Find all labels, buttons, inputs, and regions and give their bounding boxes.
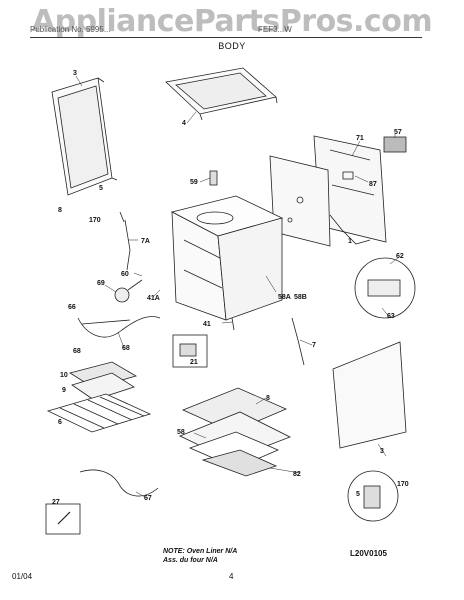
header-model: FEF3...W [258,25,292,34]
callout: 7 [312,342,316,349]
footer-page-number: 4 [229,572,234,581]
note: NOTE: Oven Liner N/A Ass. du four N/A [163,547,237,565]
footer-date: 01/04 [12,572,33,581]
callout: 82 [293,471,301,478]
callout: 68 [122,345,130,352]
oven-rack [46,393,152,433]
side-panel-left [51,77,118,196]
callout: 57 [394,129,402,136]
callout: 5 [356,491,360,498]
callout: 87 [369,181,377,188]
label-57-plate [383,136,407,153]
callout: 58 [177,429,185,436]
detail-5 [347,470,399,522]
part-82 [201,449,278,477]
broiler-pan [69,361,138,401]
section-title: BODY [218,41,246,51]
bracket-7a [124,219,131,271]
callout: 60 [121,271,129,278]
callout: 7A [141,238,150,245]
oven-body-frame [170,195,284,321]
callout: 41A [147,295,160,302]
callout: 71 [356,135,364,142]
header-rule [30,37,422,38]
callout: 6 [58,419,62,426]
top-panel [165,67,278,121]
detail-62 [354,257,416,319]
callout: 3 [73,70,77,77]
callout: 4 [182,120,186,127]
note-line-2: Ass. du four N/A [163,557,218,564]
callout: 68 [73,348,81,355]
part-60-link [127,279,143,291]
header-publication: Publication No. 5995... [30,25,111,34]
broil-element [79,469,159,497]
part-87 [342,171,354,180]
callout: 170 [397,481,409,488]
diagram-code: L20V0105 [350,549,387,558]
callout: 5 [99,185,103,192]
callout: 3 [380,448,384,455]
callout: 66 [68,304,76,311]
part-41 [231,317,235,331]
callout: 8 [58,207,62,214]
callout-labels: 3 4 71 57 59 87 5 8 170 7A 1 60 69 41A 5… [52,70,409,506]
callout: 59 [190,179,198,186]
callout: 69 [97,280,105,287]
callout: 170 [89,217,101,224]
callout: 62 [396,253,404,260]
leader-lines [75,75,400,498]
callout: 8 [266,395,270,402]
callout: 21 [190,359,198,366]
watermark: AppliancePartsPros.com [31,4,433,39]
note-line-1: NOTE: Oven Liner N/A [163,548,238,555]
side-panel-right [332,341,407,449]
callout: 9 [62,387,66,394]
callout: 10 [60,372,68,379]
callout: 1 [348,238,352,245]
callout: 58B [294,294,307,301]
vent-7 [291,317,305,366]
bake-element [77,316,161,338]
bracket-170 [119,211,125,223]
part-59 [209,170,218,186]
part-69 [114,287,130,303]
callout: 67 [144,495,152,502]
callout: 41 [203,321,211,328]
callout: 27 [52,499,60,506]
wire-harness [329,214,371,245]
callout: 63 [387,313,395,320]
callout: 58A [278,294,291,301]
inner-back-plate [269,155,331,247]
